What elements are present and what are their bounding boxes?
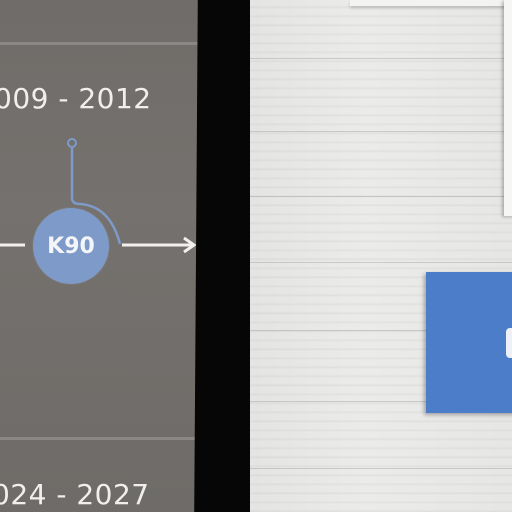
- blue-card: [426, 272, 512, 413]
- paper-sheet-edge: [350, 0, 512, 6]
- paper-sheet: [504, 0, 512, 216]
- wood-grain: [250, 196, 512, 197]
- wood-grain: [250, 262, 512, 263]
- timeline-connectors: [0, 138, 197, 254]
- timeline-node: K90: [33, 208, 109, 284]
- card-mark: [506, 328, 512, 358]
- screen-bezel: [194, 0, 256, 512]
- wood-grain: [250, 468, 512, 469]
- node-label: K90: [47, 233, 95, 259]
- period-label-bottom: 024 - 2027: [0, 478, 150, 511]
- wood-grain: [250, 131, 512, 132]
- arrow-head-icon: [183, 236, 197, 254]
- wood-grain: [250, 58, 512, 59]
- wood-grain: [250, 401, 512, 402]
- period-label-top: 009 - 2012: [0, 82, 152, 115]
- timeline-screen: 009 - 2012 K90 024 - 2027: [0, 0, 204, 512]
- divider-bottom: [0, 437, 196, 440]
- divider-top: [0, 42, 202, 45]
- connector-dot: [67, 138, 77, 148]
- connector-curve: [70, 147, 122, 245]
- wood-grain: [250, 330, 512, 331]
- wooden-table: [250, 0, 512, 512]
